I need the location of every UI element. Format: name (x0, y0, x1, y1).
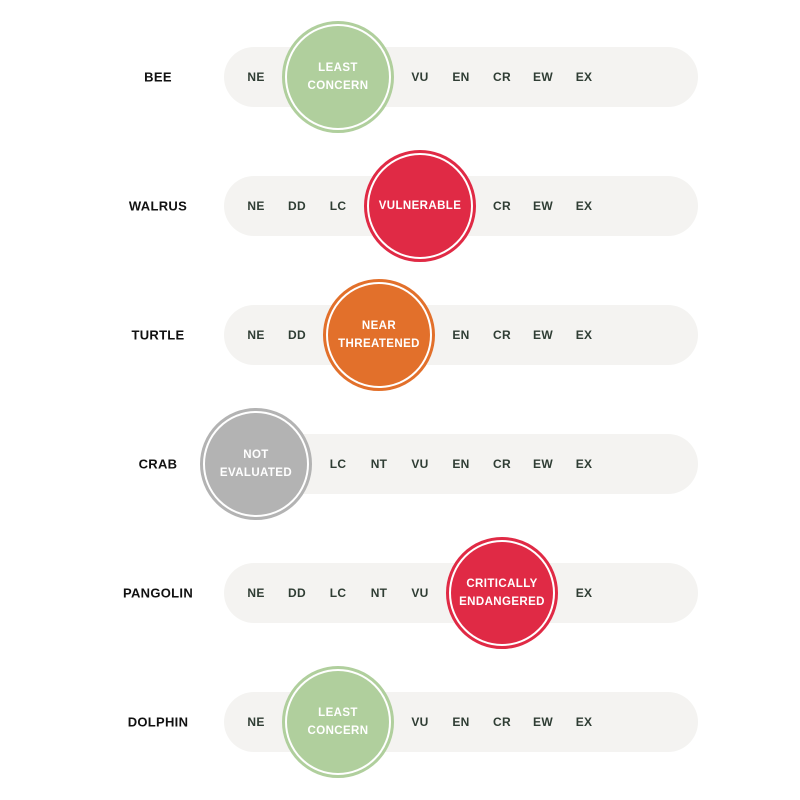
animal-name: PANGOLIN (122, 585, 194, 601)
status-code-en: EN (452, 70, 470, 84)
status-code-vu: VU (411, 457, 429, 471)
status-code-lc: LC (329, 457, 347, 471)
status-code-ew: EW (533, 715, 553, 729)
status-row: PANGOLINNEDDLCNTVUENEWEXCRITICALLY ENDAN… (0, 533, 800, 653)
status-row: CRABDDLCNTVUENCREWEXNOT EVALUATED (0, 404, 800, 524)
status-code-cr: CR (493, 328, 511, 342)
status-badge-label: NOT EVALUATED (205, 413, 307, 515)
animal-name: WALRUS (128, 198, 188, 214)
status-code-dd: DD (288, 199, 306, 213)
status-badge: NEAR THREATENED (323, 279, 435, 391)
animal-name: TURTLE (131, 327, 185, 343)
status-scale-track (224, 305, 698, 365)
status-badge: LEAST CONCERN (282, 666, 394, 778)
status-badge-label: LEAST CONCERN (287, 26, 389, 128)
status-code-ex: EX (575, 715, 593, 729)
status-row: WALRUSNEDDLCNTENCREWEXVULNERABLE (0, 146, 800, 266)
status-code-vu: VU (411, 70, 429, 84)
animal-name: BEE (144, 69, 172, 85)
status-code-ne: NE (247, 328, 265, 342)
status-code-ex: EX (575, 199, 593, 213)
status-code-ex: EX (575, 328, 593, 342)
status-code-cr: CR (493, 457, 511, 471)
status-code-dd: DD (288, 586, 306, 600)
status-badge: CRITICALLY ENDANGERED (446, 537, 558, 649)
status-code-cr: CR (493, 199, 511, 213)
status-code-nt: NT (370, 457, 388, 471)
status-code-ne: NE (247, 715, 265, 729)
status-badge: LEAST CONCERN (282, 21, 394, 133)
status-code-ex: EX (575, 70, 593, 84)
status-badge: VULNERABLE (364, 150, 476, 262)
status-badge-label: VULNERABLE (369, 155, 471, 257)
status-code-vu: VU (411, 586, 429, 600)
status-code-ew: EW (533, 70, 553, 84)
status-code-cr: CR (493, 70, 511, 84)
status-row: TURTLENEDDLCVUENCREWEXNEAR THREATENED (0, 275, 800, 395)
status-code-ew: EW (533, 457, 553, 471)
status-row: DOLPHINNEDDNTVUENCREWEXLEAST CONCERN (0, 662, 800, 782)
status-code-lc: LC (329, 586, 347, 600)
status-code-ex: EX (575, 457, 593, 471)
status-code-lc: LC (329, 199, 347, 213)
status-badge-label: CRITICALLY ENDANGERED (451, 542, 553, 644)
status-code-ew: EW (533, 199, 553, 213)
status-code-ne: NE (247, 70, 265, 84)
animal-name: DOLPHIN (127, 714, 189, 730)
status-code-nt: NT (370, 586, 388, 600)
status-code-vu: VU (411, 715, 429, 729)
status-row: BEENEDDNTVUENCREWEXLEAST CONCERN (0, 17, 800, 137)
status-code-ne: NE (247, 199, 265, 213)
status-code-cr: CR (493, 715, 511, 729)
status-code-dd: DD (288, 328, 306, 342)
status-badge-label: LEAST CONCERN (287, 671, 389, 773)
status-code-en: EN (452, 457, 470, 471)
status-code-ex: EX (575, 586, 593, 600)
animal-name: CRAB (138, 456, 178, 472)
status-code-en: EN (452, 328, 470, 342)
status-code-ew: EW (533, 328, 553, 342)
status-badge-label: NEAR THREATENED (328, 284, 430, 386)
status-code-en: EN (452, 715, 470, 729)
status-code-ne: NE (247, 586, 265, 600)
status-badge: NOT EVALUATED (200, 408, 312, 520)
